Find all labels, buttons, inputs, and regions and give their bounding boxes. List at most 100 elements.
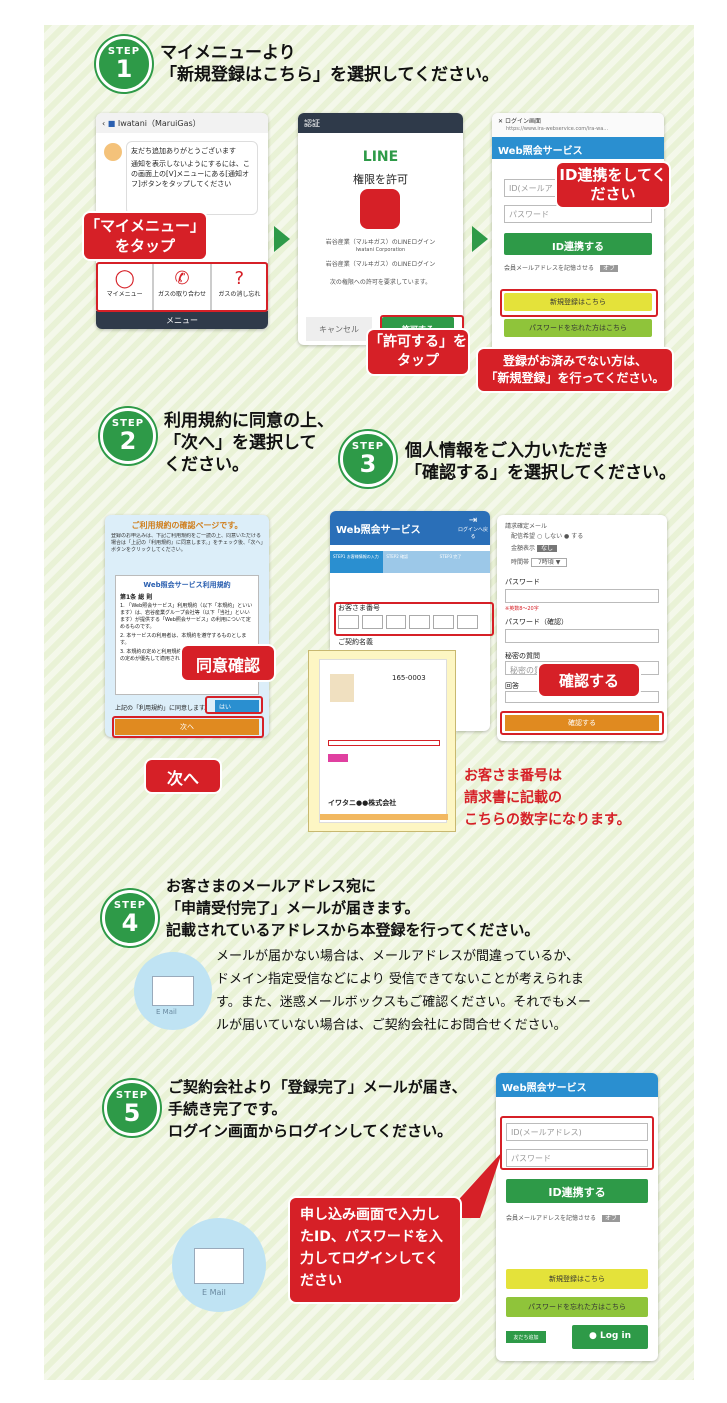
back-icon[interactable]: ‹ xyxy=(102,119,106,128)
line-icon: ● xyxy=(589,1331,597,1341)
notify-row: 配信希望 ○ しない ● する xyxy=(511,531,583,540)
terms-title: Web照会サービス利用規約 xyxy=(143,581,231,589)
password-input[interactable]: パスワード xyxy=(504,205,652,223)
step5-line2: 手続き完了です。 xyxy=(168,1100,287,1118)
forgot-password-button[interactable]: パスワードを忘れた方はこちら xyxy=(504,319,652,337)
bill-number-highlight xyxy=(328,740,440,746)
step-number: 1 xyxy=(115,55,133,83)
step-number: 4 xyxy=(121,909,139,937)
auth-corp: Iwatani Corporation xyxy=(355,247,406,253)
step5-line3: ログイン画面からログインしてください。 xyxy=(168,1122,453,1140)
radio-yes[interactable]: ● する xyxy=(564,533,584,540)
forgot-password-button[interactable]: パスワードを忘れた方はこちら xyxy=(506,1297,648,1317)
id-input[interactable]: ID(メールアドレス) xyxy=(506,1123,648,1141)
final-login-screen: Web照会サービス ID(メールアドレス) パスワード ID連携する 会員メール… xyxy=(496,1073,658,1361)
step4-line1: お客さまのメールアドレス宛に xyxy=(166,877,377,895)
step-number: 5 xyxy=(123,1099,141,1127)
terms-item1: 1. 「Web照会サービス」利用規約（以下「本規約」といいます）は、岩谷産業グル… xyxy=(120,603,253,630)
mascot-image xyxy=(330,674,354,702)
contract-name-label: ご契約名義 xyxy=(338,638,373,646)
logout-label: ログインへ戻る xyxy=(458,527,489,540)
step5-badge: STEP 5 xyxy=(104,1080,160,1136)
next-arrow-icon xyxy=(472,226,488,252)
new-registration-highlight xyxy=(500,289,658,317)
time-select[interactable]: 7時頃 ▼ xyxy=(530,558,568,567)
step2-line3: ください。 xyxy=(164,455,249,475)
help-line3: す。また、迷惑メールボックスもご確認ください。それでもメー xyxy=(216,995,591,1010)
auth-app-name: 岩谷産業（マルヰガス）のLINEログイン xyxy=(325,239,436,246)
menu-label: ガスの消し忘れ xyxy=(218,291,261,298)
web-header: Web照会サービス xyxy=(330,511,490,545)
id-link-callout: ID連携をしてください xyxy=(557,163,669,207)
terms-note: 登録のお申込みは、下記ご利用規約をご一読の上、同意いただける場合は「上記の『利用… xyxy=(111,533,263,553)
close-icon[interactable]: ✕ xyxy=(498,118,504,125)
chat-msg1: 友だち追加ありがとうございます xyxy=(131,147,236,155)
avatar xyxy=(104,143,122,161)
remember-row: 会員メールアドレスを記憶させる オフ xyxy=(504,263,618,272)
password-confirm-input[interactable] xyxy=(505,629,659,643)
chevron-down-icon: ▼ xyxy=(555,559,561,566)
chat-header: ‹ ■ Iwatani（MaruiGas） xyxy=(96,113,268,133)
radio-no[interactable]: ○ しない xyxy=(536,533,563,540)
callout-text: 同意確認 xyxy=(195,656,260,675)
time-value: 7時頃 xyxy=(537,559,554,566)
email-label: E Mail xyxy=(156,1008,177,1016)
amount-toggle[interactable]: なし xyxy=(536,545,557,552)
new-registration-callout: 登録がお済みでない方は、 「新規登録」を行ってください。 xyxy=(478,349,672,391)
bill-sample-frame: 165-0003 イワタニ●●株式会社 xyxy=(308,650,456,832)
web-header: Web照会サービス xyxy=(496,1073,658,1097)
browser-bar: ✕ ログイン画面 https://www.ira-webservice.com/… xyxy=(492,113,664,137)
id-link-button[interactable]: ID連携する xyxy=(504,233,652,255)
progress-step1: STEP1 お客様情報の入力 xyxy=(330,551,384,573)
step4-line2: 「申請受付完了」メールが届きます。 xyxy=(166,899,420,917)
step-number: 3 xyxy=(359,450,377,478)
logout-link[interactable]: ⇥ ログインへ戻る xyxy=(458,515,488,540)
help-line4: ルが届いていない場合は、ご契約会社にお問合せください。 xyxy=(216,1018,567,1033)
auth-desc: 岩谷産業（マルヰガス）のLINEログイン xyxy=(325,261,436,268)
next-highlight xyxy=(112,716,264,738)
remember-toggle[interactable]: オフ xyxy=(601,1215,620,1222)
line-login-button[interactable]: ● Log in xyxy=(572,1325,648,1349)
web-header: Web照会サービス xyxy=(492,137,664,159)
progress-step2: STEP2 確認 xyxy=(383,551,437,573)
menu-bar[interactable]: メニュー xyxy=(96,311,268,329)
new-registration-button[interactable]: 新規登録はこちら xyxy=(506,1269,648,1289)
password-input[interactable] xyxy=(505,589,659,603)
amount-label: 金額表示 xyxy=(511,545,536,552)
secret-question-label: 秘密の質問 xyxy=(505,652,540,660)
phone-icon: ✆ xyxy=(174,268,190,289)
confirm-button[interactable]: 確認する xyxy=(505,715,659,731)
step5-instructions: ご契約会社より「登録完了」メールが届き、 手続き完了です。 ログイン画面からログ… xyxy=(168,1076,467,1142)
help-line1: メールが届かない場合は、メールアドレスが間違っているか、 xyxy=(216,949,580,964)
next-button[interactable]: 次へ xyxy=(115,719,259,735)
callout-text: 「許可する」をタップ xyxy=(369,334,467,369)
password-input[interactable]: パスワード xyxy=(506,1149,648,1167)
step4-line3: 記載されているアドレスから本登録を行ってください。 xyxy=(166,921,540,939)
step-number: 2 xyxy=(119,427,137,455)
remember-toggle[interactable]: オフ xyxy=(599,265,618,272)
progress-steps: STEP1 お客様情報の入力 STEP2 確認 STEP3 完了 xyxy=(330,551,490,573)
customer-number-input[interactable] xyxy=(338,615,478,629)
id-link-button[interactable]: ID連携する xyxy=(506,1179,648,1203)
callout-text: 申し込み画面で入力したID、パスワードを入力してログインしてください xyxy=(300,1207,443,1289)
step2-instructions: 利用規約に同意の上、 「次へ」を選択して ください。 xyxy=(164,410,334,476)
app-icon xyxy=(360,189,400,229)
auth-request: 次の権限への許可を要求しています。 xyxy=(329,279,432,286)
cancel-button[interactable]: キャンセル xyxy=(306,317,372,341)
step-label: STEP xyxy=(351,441,385,452)
agree-toggle[interactable]: はい xyxy=(215,700,259,712)
callout-text: 次へ xyxy=(166,769,199,788)
note-line2: 請求書に記載の xyxy=(464,790,562,806)
new-registration-button[interactable]: 新規登録はこちら xyxy=(504,293,652,311)
bill-stamp xyxy=(328,754,348,762)
terms-article: 第1条 総 則 xyxy=(120,594,153,601)
step-label: STEP xyxy=(113,900,147,911)
line-add-friend-button[interactable]: 友だち追加 xyxy=(506,1331,546,1343)
step-label: STEP xyxy=(111,418,145,429)
notify-label: 配信希望 xyxy=(511,533,536,540)
step3-badge: STEP 3 xyxy=(340,431,396,487)
email-label: E Mail xyxy=(202,1288,226,1297)
logout-icon: ⇥ xyxy=(468,515,478,526)
step4-help-text: メールが届かない場合は、メールアドレスが間違っているか、 ドメイン指定受信などに… xyxy=(216,945,591,1037)
step1-badge: STEP 1 xyxy=(96,36,152,92)
